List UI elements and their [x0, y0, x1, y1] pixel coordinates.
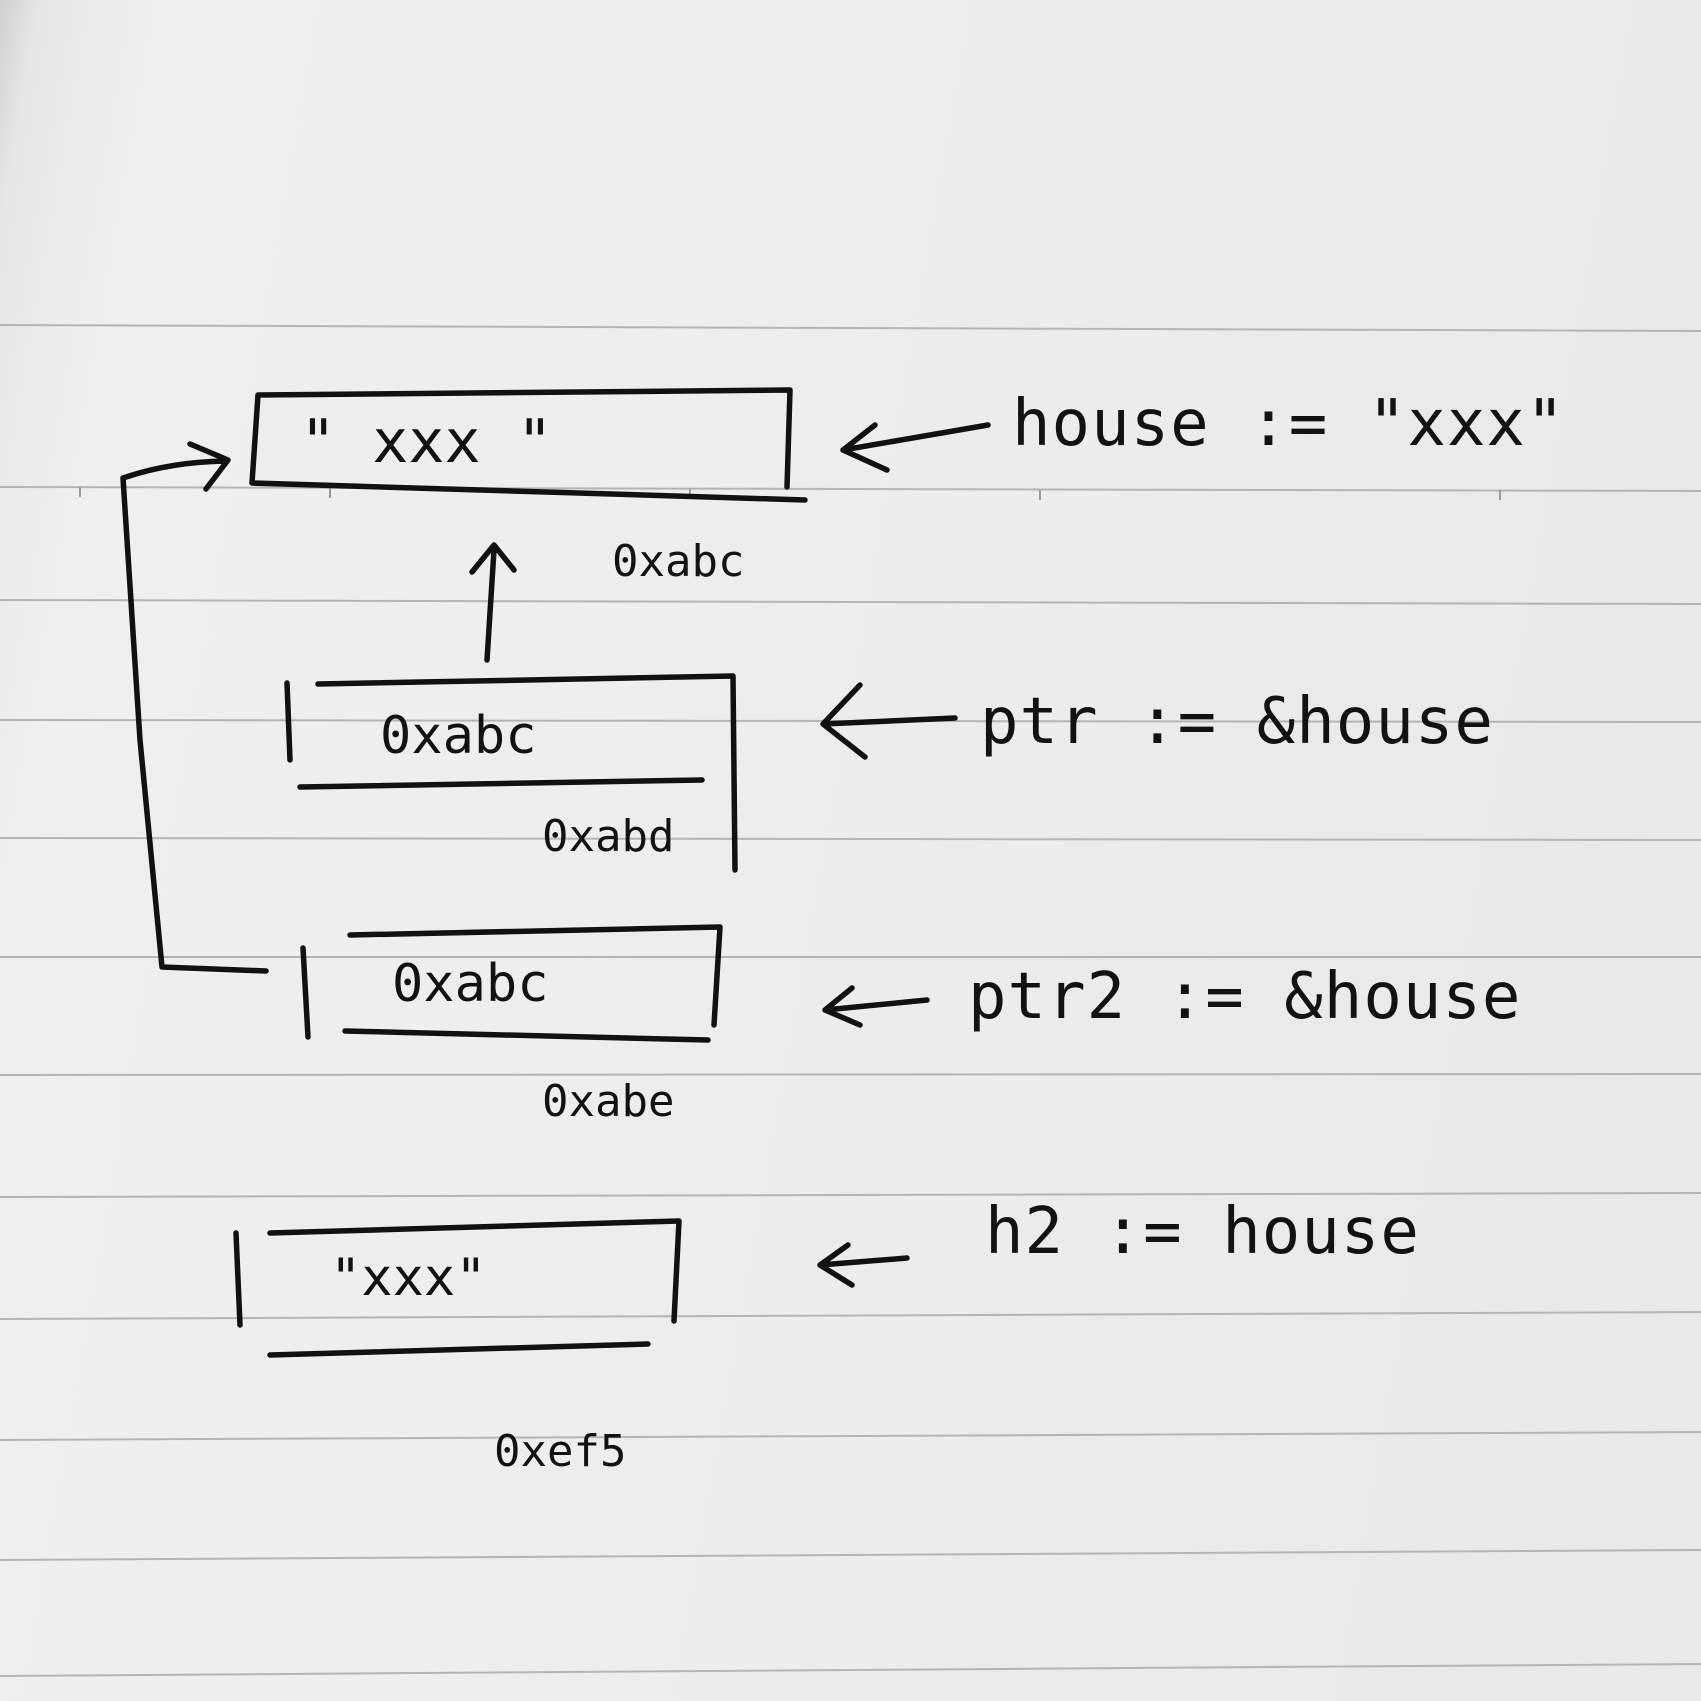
- statement-h2: h2 := house: [985, 1195, 1420, 1269]
- memory-box-h2: [233, 1218, 682, 1358]
- address-ptr2: 0xabe: [542, 1076, 675, 1127]
- cell-value-ptr: 0xabc: [380, 706, 537, 766]
- assign-arrow-h2: [817, 1242, 910, 1288]
- pointer-arrow-ptr: [469, 542, 517, 663]
- memory-box-house: [249, 387, 808, 503]
- cell-value-ptr2: 0xabc: [392, 954, 549, 1014]
- statement-house: house := "xxx": [1012, 387, 1566, 461]
- assign-arrow-ptr2: [822, 985, 930, 1028]
- cell-value-h2: "xxx": [330, 1248, 487, 1308]
- address-ptr: 0xabd: [542, 811, 675, 862]
- assign-arrow-ptr: [820, 682, 958, 760]
- address-h2: 0xef5: [494, 1426, 627, 1477]
- pointer-arrow-ptr2: [120, 441, 269, 974]
- statement-ptr: ptr := &house: [980, 685, 1494, 759]
- statement-ptr2: ptr2 := &house: [968, 960, 1522, 1034]
- memory-box-ptr2: [300, 924, 723, 1043]
- assign-arrow-house: [840, 422, 991, 473]
- ruled-lines: [0, 324, 1701, 1677]
- memory-box-ptr: [284, 673, 738, 873]
- address-house: 0xabc: [612, 536, 745, 587]
- cell-value-house: " xxx ": [300, 407, 553, 477]
